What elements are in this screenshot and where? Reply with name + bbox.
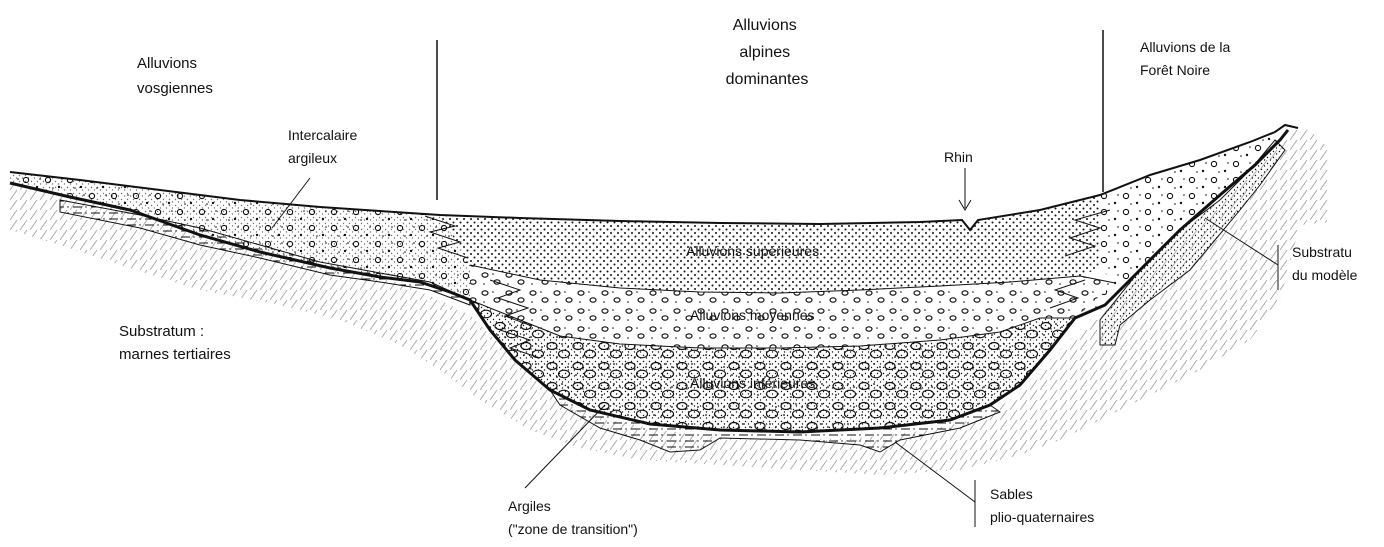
label-alluvions-moyennes: Alluvions moyennes: [690, 307, 815, 323]
svg-text:Substratum : marnes tert: Substratum : marnes tertiaires: [119, 323, 231, 363]
svg-text:Argiles ("zone de transi: Argiles ("zone de transition"): [508, 498, 638, 537]
label-alluvions-vosgiennes-1: Alluvions: [137, 55, 197, 72]
label-alluvions-inferieures: Alluvions inférieures: [690, 375, 815, 391]
label-sables-1: Sables: [990, 486, 1033, 502]
label-alluvions-vosgiennes-2: vosgiennes: [137, 80, 213, 97]
label-sables-2: plio-quaternaires: [990, 509, 1094, 525]
label-substratum-marnes-1: Substratum :: [119, 323, 204, 340]
label-argiles-1: Argiles: [508, 498, 551, 514]
svg-text:Intercalaire argileux: Intercalaire argileux: [288, 127, 361, 166]
label-alluvions-superieures: Alluvions supérieures: [686, 243, 819, 259]
label-intercalaire-2: argileux: [288, 150, 337, 166]
svg-text:Alluvions de la Forêt No: Alluvions de la Forêt Noire: [1140, 39, 1234, 78]
label-foret-noire-2: Forêt Noire: [1140, 62, 1210, 78]
label-substratum-marnes-2: marnes tertiaires: [119, 346, 231, 363]
label-substratum-modele-1: Substratu: [1292, 244, 1352, 260]
label-alluvions-alpines-3: dominantes: [726, 71, 809, 88]
label-alluvions-alpines-1: Alluvions: [733, 17, 797, 34]
label-argiles-2: ("zone de transition"): [508, 521, 638, 537]
label-intercalaire-1: Intercalaire: [288, 127, 357, 143]
label-rhin: Rhin: [944, 149, 973, 165]
svg-text:Sables plio-quaternaires: Sables plio-quaternaires: [990, 486, 1094, 525]
label-foret-noire-1: Alluvions de la: [1140, 39, 1230, 55]
label-substratum-modele-2: du modèle: [1292, 267, 1358, 283]
svg-text:Alluvions vosgiennes: Alluvions vosgiennes: [137, 55, 213, 97]
svg-text:Substratu du modèle: Substratu du modèle: [1292, 244, 1358, 283]
svg-text:Alluvions alpines: Alluvions alpines dominantes: [726, 17, 809, 88]
label-alluvions-alpines-2: alpines: [739, 44, 790, 61]
